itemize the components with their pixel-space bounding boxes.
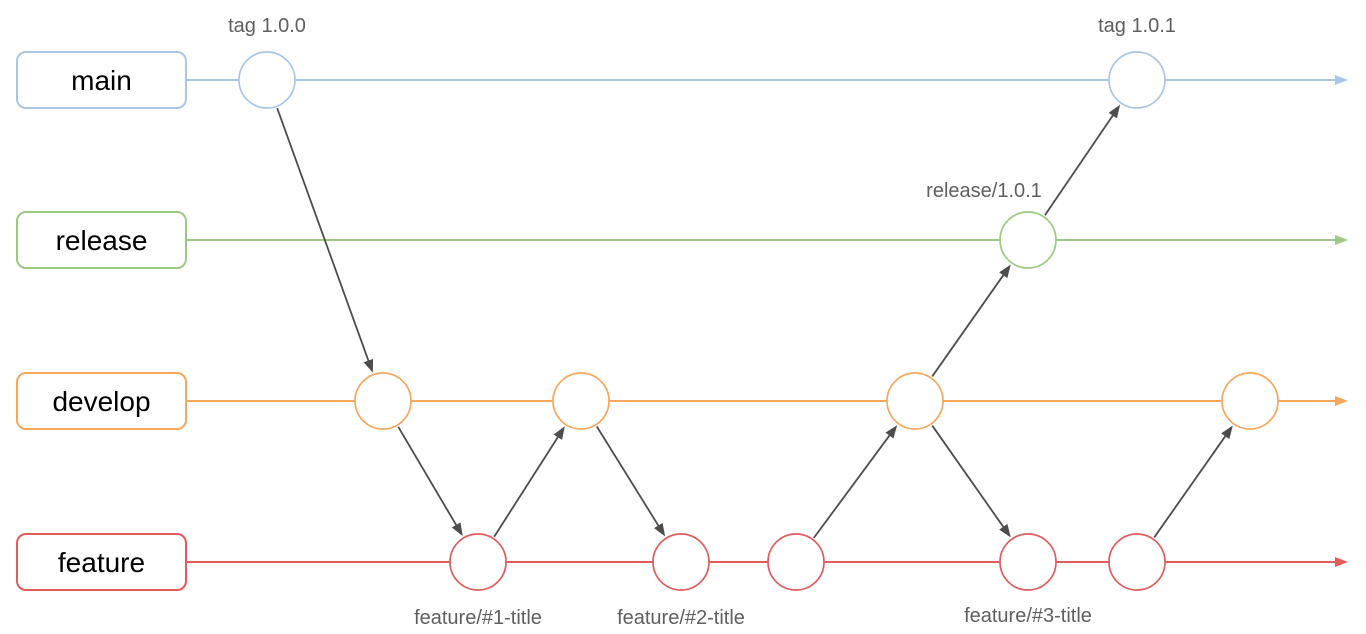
edge-r1-m2 — [1044, 113, 1115, 216]
branch-box-develop — [16, 372, 187, 430]
edge-arrowhead-icon-d3-f4 — [999, 523, 1011, 538]
edge-arrowhead-icon-r1-m2 — [1108, 104, 1121, 119]
commit-label-m2: tag 1.0.1 — [1098, 15, 1176, 37]
branch-arrow-right-icon-feature — [1335, 557, 1348, 567]
layer-labels: main release develop feature tag 1.0.0 tag 1.… — [52, 15, 1175, 629]
edge-arrowhead-icon-d2-f2 — [654, 522, 666, 537]
commit-node-d3 — [886, 372, 944, 430]
branch-label-feature: feature — [58, 547, 145, 578]
edge-f3-d3 — [813, 433, 892, 539]
edge-arrowhead-icon-d1-f1 — [451, 522, 463, 537]
edge-m1-d1 — [276, 107, 370, 363]
edge-arrowhead-icon-d3-r1 — [999, 264, 1011, 279]
commit-node-f4 — [999, 533, 1057, 591]
edge-f1-d2 — [493, 435, 560, 538]
commit-label-f4: feature/#3-title — [964, 605, 1092, 627]
edge-d1-f1 — [397, 426, 458, 528]
commit-label-f2: feature/#2-title — [617, 607, 745, 629]
commit-node-d2 — [552, 372, 610, 430]
edge-arrowhead-icon-f1-d2 — [553, 426, 565, 440]
edge-arrowhead-icon-f5-d4 — [1221, 425, 1233, 440]
branch-label-develop: develop — [52, 386, 150, 417]
branch-arrow-right-icon-main — [1335, 75, 1348, 85]
edge-arrowhead-icon-f3-d3 — [885, 425, 898, 439]
commit-node-r1 — [999, 211, 1057, 269]
edge-d3-r1 — [931, 273, 1006, 377]
branch-label-release: release — [56, 225, 148, 256]
commit-node-f5 — [1108, 533, 1166, 591]
branch-box-main — [16, 51, 187, 109]
edge-arrowhead-icon-m1-d1 — [363, 358, 374, 373]
commit-node-f1 — [449, 533, 507, 591]
commit-node-f3 — [767, 533, 825, 591]
commit-label-r1: release/1.0.1 — [926, 180, 1042, 202]
layer-edges — [276, 104, 1233, 539]
commit-node-d1 — [354, 372, 412, 430]
commit-node-m2 — [1108, 51, 1166, 109]
branch-box-feature — [16, 533, 187, 591]
branch-arrow-right-icon-develop — [1335, 396, 1348, 406]
edge-d3-f4 — [931, 425, 1006, 529]
commit-node-d4 — [1221, 372, 1279, 430]
edge-f5-d4 — [1153, 434, 1228, 538]
commit-label-m1: tag 1.0.0 — [228, 15, 306, 37]
commit-node-m1 — [238, 51, 296, 109]
layer-nodes — [16, 51, 1279, 591]
branch-label-main: main — [71, 65, 132, 96]
layer-lines — [186, 75, 1348, 567]
branch-box-release — [16, 211, 187, 269]
edge-d2-f2 — [596, 426, 661, 528]
commit-node-f2 — [652, 533, 710, 591]
commit-label-f1: feature/#1-title — [414, 607, 542, 629]
branch-arrow-right-icon-release — [1335, 235, 1348, 245]
